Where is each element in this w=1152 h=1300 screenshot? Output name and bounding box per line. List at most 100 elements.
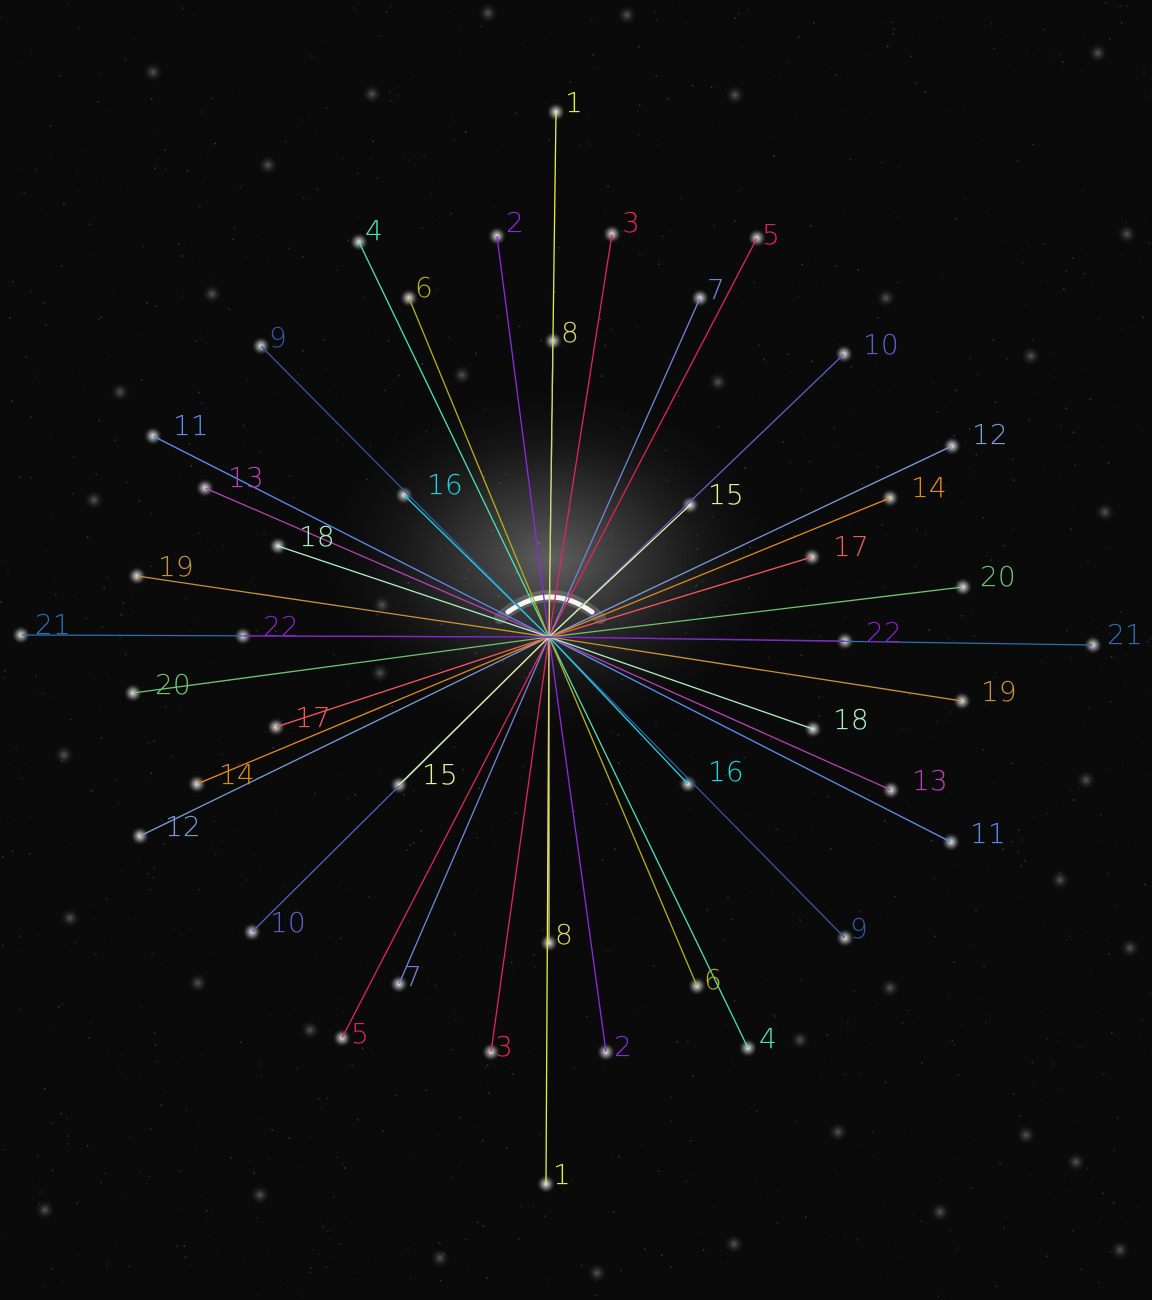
noise-speck xyxy=(1073,431,1075,434)
noise-speck xyxy=(70,718,72,721)
noise-speck xyxy=(432,352,434,355)
noise-speck xyxy=(309,1271,311,1274)
noise-speck xyxy=(669,224,671,226)
faint-diffraction-spot xyxy=(59,907,81,929)
noise-speck xyxy=(988,1008,991,1010)
noise-speck xyxy=(872,391,875,393)
noise-speck xyxy=(714,121,716,123)
noise-speck xyxy=(179,1170,182,1172)
noise-speck xyxy=(506,1147,508,1149)
noise-speck xyxy=(1077,1127,1079,1129)
noise-speck xyxy=(202,207,205,209)
noise-speck xyxy=(1028,419,1031,421)
noise-speck xyxy=(380,178,382,181)
noise-speck xyxy=(832,873,834,875)
ray-19-a xyxy=(136,575,550,638)
noise-speck xyxy=(865,1043,868,1045)
noise-speck xyxy=(1054,373,1057,376)
noise-speck xyxy=(992,338,995,341)
noise-speck xyxy=(993,776,995,778)
noise-speck xyxy=(937,1295,939,1297)
noise-speck xyxy=(995,1285,998,1288)
noise-speck xyxy=(322,1226,324,1228)
noise-speck xyxy=(507,217,510,220)
noise-speck xyxy=(270,1152,273,1155)
noise-speck xyxy=(763,358,765,360)
noise-speck xyxy=(518,325,521,327)
noise-speck xyxy=(322,338,325,341)
noise-speck xyxy=(197,446,199,449)
noise-speck xyxy=(1092,154,1094,157)
noise-speck xyxy=(736,21,739,23)
noise-speck xyxy=(333,1196,335,1199)
noise-speck xyxy=(318,956,321,958)
noise-speck xyxy=(827,1265,829,1268)
noise-speck xyxy=(141,379,143,381)
label-12-a: 12 xyxy=(972,418,1008,451)
noise-speck xyxy=(304,516,306,518)
noise-speck xyxy=(323,669,326,671)
ray-11-b xyxy=(548,636,952,843)
noise-speck xyxy=(946,149,949,151)
noise-speck xyxy=(604,344,606,347)
noise-speck xyxy=(134,591,136,594)
noise-speck xyxy=(43,1284,45,1286)
noise-speck xyxy=(237,763,240,766)
noise-speck xyxy=(409,1156,412,1158)
noise-speck xyxy=(321,859,323,861)
noise-speck xyxy=(459,1116,461,1119)
noise-speck xyxy=(913,937,915,940)
noise-speck xyxy=(124,58,127,61)
noise-speck xyxy=(734,17,736,19)
noise-speck xyxy=(67,4,69,6)
noise-speck xyxy=(713,759,715,761)
noise-speck xyxy=(1089,398,1091,401)
noise-speck xyxy=(309,1142,311,1144)
label-15-b: 15 xyxy=(422,758,458,791)
noise-speck xyxy=(206,1210,208,1212)
noise-speck xyxy=(1029,1168,1031,1170)
noise-speck xyxy=(364,187,366,189)
noise-speck xyxy=(114,439,116,441)
noise-speck xyxy=(1143,71,1145,73)
noise-speck xyxy=(61,1003,64,1006)
noise-speck xyxy=(439,1279,442,1282)
noise-speck xyxy=(916,1034,918,1037)
faint-spot-layer xyxy=(34,2,1141,1284)
noise-speck xyxy=(1091,7,1094,9)
faint-diffraction-spot xyxy=(451,364,473,386)
noise-speck xyxy=(948,638,950,640)
noise-speck xyxy=(774,1016,776,1018)
ray-4-b xyxy=(548,636,749,1049)
noise-speck xyxy=(849,410,851,413)
noise-speck xyxy=(511,845,513,847)
noise-speck xyxy=(645,828,647,830)
noise-speck xyxy=(1059,54,1062,57)
noise-speck xyxy=(70,839,72,841)
noise-speck xyxy=(780,741,782,743)
noise-speck xyxy=(193,9,195,11)
noise-speck xyxy=(209,657,212,659)
noise-speck xyxy=(662,235,664,238)
noise-speck xyxy=(984,870,986,873)
noise-speck xyxy=(106,1263,108,1265)
faint-diffraction-spot xyxy=(616,4,638,26)
noise-speck xyxy=(368,266,371,268)
noise-speck xyxy=(153,866,155,869)
noise-speck xyxy=(356,1119,359,1121)
noise-speck xyxy=(210,375,212,377)
noise-speck xyxy=(690,1140,692,1142)
noise-speck xyxy=(1001,1053,1004,1056)
noise-speck xyxy=(826,1034,828,1036)
noise-speck xyxy=(1141,1018,1143,1021)
noise-speck xyxy=(591,18,593,20)
ray-13-a xyxy=(204,487,550,638)
noise-speck xyxy=(37,928,39,930)
noise-speck xyxy=(211,225,213,227)
noise-speck xyxy=(314,433,316,435)
noise-speck xyxy=(476,836,478,839)
noise-speck xyxy=(142,1000,144,1003)
noise-speck xyxy=(876,466,879,468)
noise-speck xyxy=(990,23,993,25)
noise-speck xyxy=(1019,1115,1021,1117)
